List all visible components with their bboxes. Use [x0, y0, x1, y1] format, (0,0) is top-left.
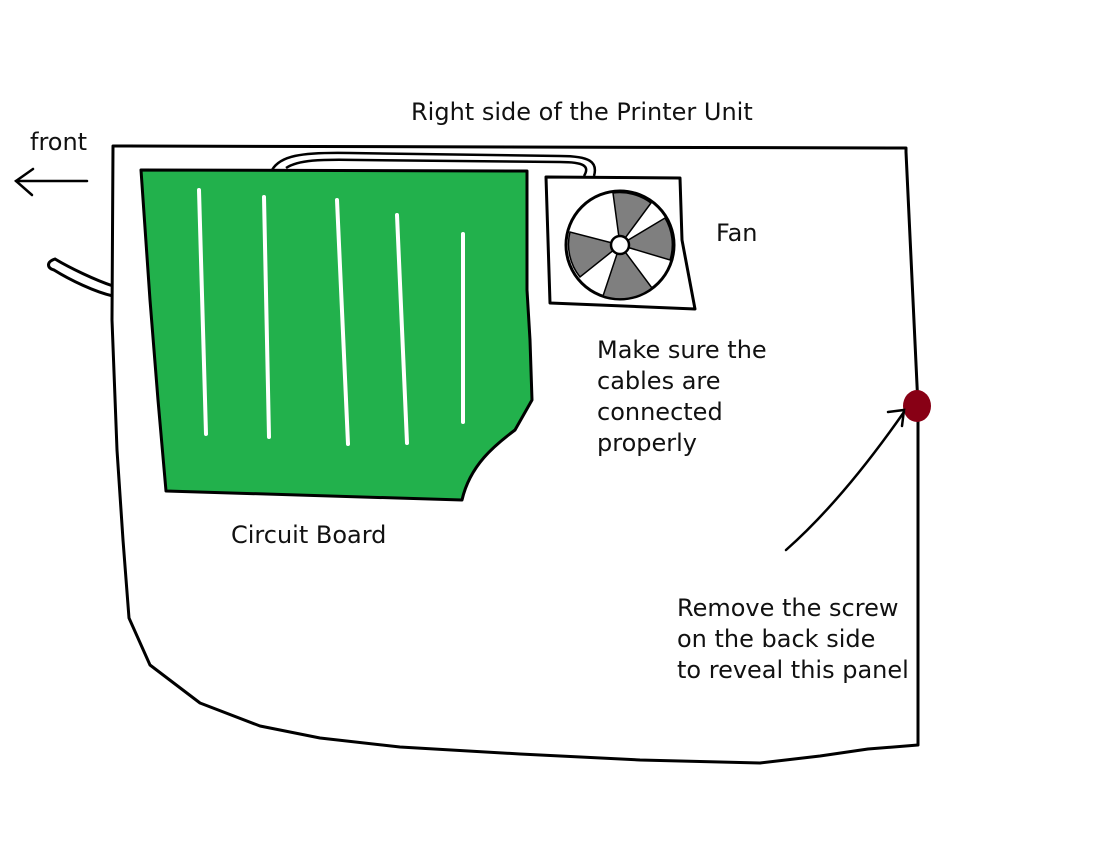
cables-note-line: connected	[597, 398, 723, 426]
cables-note: Make sure the cables are connected prope…	[597, 335, 767, 459]
cables-note-line: Make sure the	[597, 336, 767, 364]
circuit-board	[139, 168, 534, 502]
left-arrow-icon	[13, 167, 89, 197]
pointer-arrow-icon	[784, 408, 906, 552]
fan-label: Fan	[716, 219, 758, 247]
board-traces	[197, 188, 465, 446]
screw-note-line: to reveal this panel	[677, 656, 909, 684]
diagram-title: Right side of the Printer Unit	[411, 98, 753, 126]
front-label: front	[30, 128, 88, 156]
connection-cables	[270, 151, 597, 177]
fan-icon	[564, 189, 676, 301]
screw-icon	[903, 390, 931, 422]
cables-note-line: properly	[597, 429, 697, 457]
screw-note-line: Remove the screw	[677, 594, 899, 622]
cable-stub	[47, 257, 114, 298]
circuit-board-label: Circuit Board	[231, 521, 387, 549]
cables-note-line: cables are	[597, 367, 721, 395]
screw-note-line: on the back side	[677, 625, 876, 653]
screw-note: Remove the screw on the back side to rev…	[677, 593, 909, 686]
panel-outline	[110, 144, 920, 765]
